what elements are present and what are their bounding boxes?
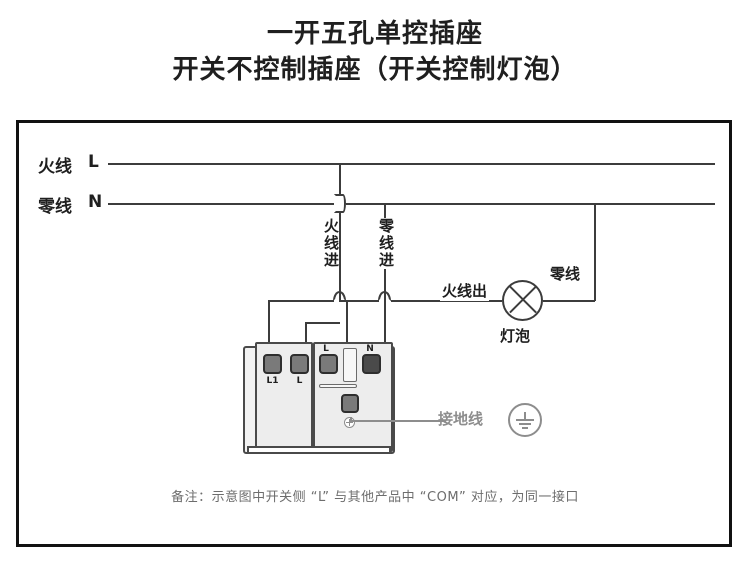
ground-wire-label: 接地线 [438, 410, 484, 428]
neutral-bus-label: 零线 [38, 197, 72, 217]
live-drop-upper [339, 163, 341, 196]
terminal-switch-L1 [263, 354, 282, 374]
live-out-label: 火线出 [440, 280, 490, 301]
ground-wire-stub [350, 417, 352, 422]
live-branch-to-switch-L [305, 322, 340, 324]
terminal-switch-L [290, 354, 309, 374]
live-bus-label: 火线 [38, 157, 72, 177]
live-bus-letter: L [88, 152, 99, 172]
live-out-wire-seg1 [268, 300, 334, 302]
live-out-wire-seg3 [391, 300, 502, 302]
neutral-bus-letter: N [88, 192, 103, 212]
terminal-socket-N [362, 354, 381, 374]
socket-L-feed [346, 300, 348, 350]
diagram-frame [16, 120, 732, 547]
terminal-socket-ground [341, 394, 359, 413]
title-line-2: 开关不控制插座（开关控制灯泡） [172, 55, 578, 85]
live-out-hop-over-neutral-drop [378, 291, 391, 301]
live-in-label: 火线进 [322, 218, 340, 269]
live-out-wire-seg2 [346, 300, 379, 302]
ground-terminal-icon [344, 417, 355, 428]
neutral-return-wire-v [594, 203, 596, 301]
device-bottom-rail [247, 446, 391, 454]
neutral-bus-wire-left [108, 203, 334, 205]
ground-wire-run [350, 420, 446, 422]
live-bus-wire [108, 163, 715, 165]
earth-ground-icon [508, 403, 542, 437]
neutral-in-label: 零线进 [377, 218, 395, 269]
terminal-socket-N-label: N [366, 344, 374, 354]
neutral-bus-wire-right [346, 203, 715, 205]
live-drop-lower [339, 212, 341, 300]
live-out-hop-over-live-drop [333, 291, 346, 301]
lamp-symbol [502, 280, 543, 321]
socket-N-feed [384, 300, 386, 350]
footnote-text: 备注：示意图中开关侧 “L” 与其他产品中 “COM” 对应，为同一接口 [171, 490, 579, 505]
bulb-label: 灯泡 [500, 327, 531, 345]
page-title: 一开五孔单控插座 开关不控制插座（开关控制灯泡） [0, 16, 750, 88]
live-branch-switch-L-drop [305, 322, 307, 350]
live-branch-to-socket-L [339, 300, 348, 302]
switch-L1-riser [268, 300, 270, 350]
terminal-socket-L [319, 354, 338, 374]
switch-socket-device: L1 L L N [243, 338, 401, 458]
title-line-1: 一开五孔单控插座 [266, 19, 483, 49]
neutral-return-label: 零线 [548, 263, 583, 284]
terminal-switch-L1-label: L1 [266, 376, 279, 386]
neutral-return-wire-h [543, 300, 595, 302]
live-over-neutral-hop [334, 194, 346, 213]
terminal-switch-L-label: L [296, 376, 303, 386]
terminal-socket-L-label: L [323, 344, 329, 354]
socket-slot-lower [319, 384, 357, 388]
socket-slot-center [343, 348, 357, 382]
